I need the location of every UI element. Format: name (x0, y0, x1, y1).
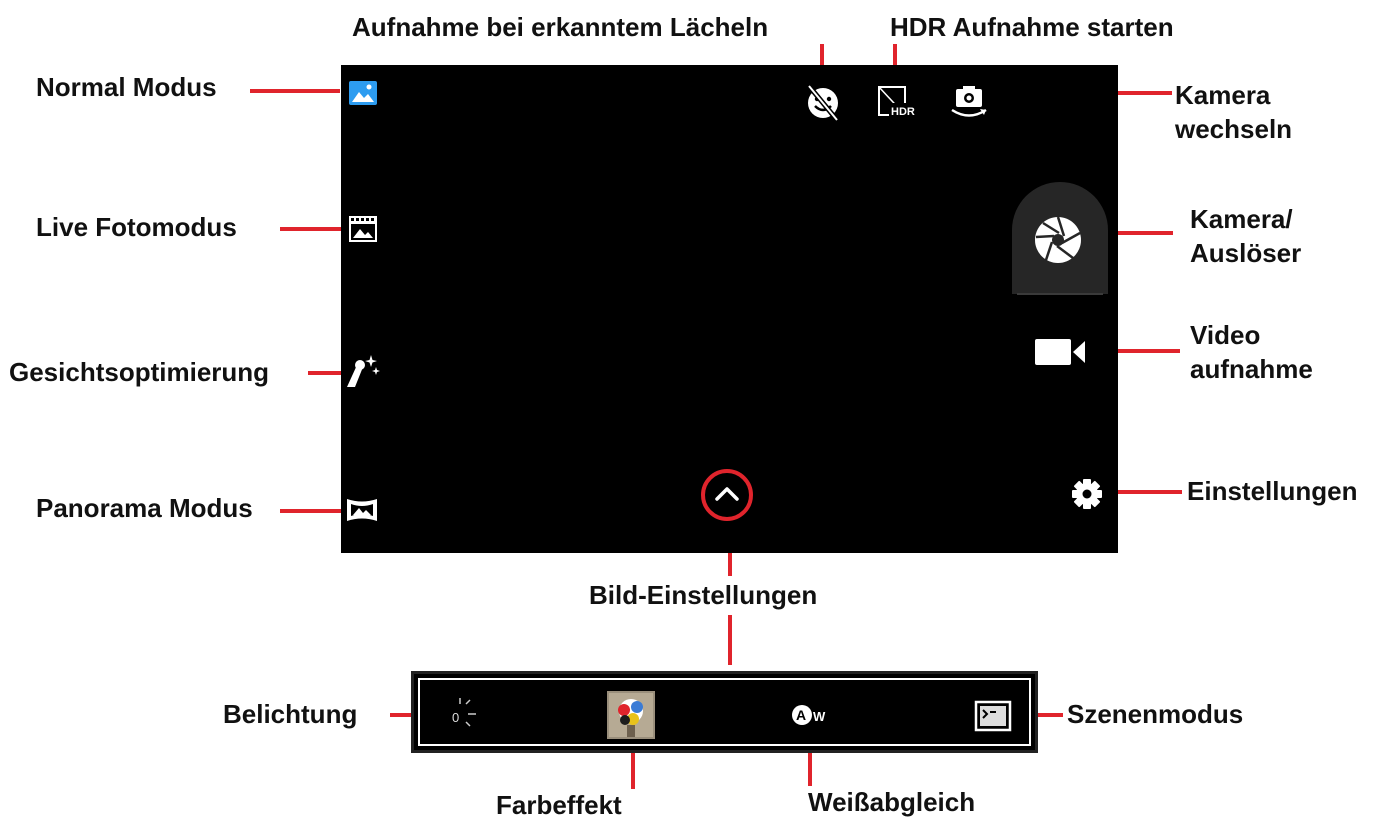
label-scene-mode: Szenenmodus (1067, 699, 1244, 729)
label-settings: Einstellungen (1187, 476, 1358, 506)
aperture-icon[interactable] (1033, 215, 1083, 265)
callout-line-wb (808, 728, 812, 786)
picture-settings-button[interactable] (701, 469, 753, 521)
camera-viewfinder[interactable]: HDR (341, 65, 1118, 553)
label-picture-settings: Bild-Einstellungen (589, 580, 818, 610)
picture-settings-bar-frame: 0 A W (418, 678, 1031, 746)
callout-line-shutter (1085, 231, 1173, 235)
label-switch-camera-line1: Kamera (1175, 80, 1271, 110)
landscape-icon[interactable] (347, 79, 379, 107)
label-color-effect: Farbeffekt (496, 790, 622, 820)
video-camera-icon[interactable] (1033, 335, 1087, 369)
white-balance-badge: W (813, 709, 826, 724)
chevron-up-icon (715, 487, 739, 501)
callout-line-normal (250, 89, 340, 93)
label-white-balance: Weißabgleich (808, 787, 976, 817)
label-smile-shot: Aufnahme bei erkanntem Lächeln (352, 12, 769, 42)
hdr-badge-text: HDR (891, 106, 915, 118)
callout-line-settings (1102, 490, 1182, 494)
callout-line-live (280, 227, 342, 231)
camera-switch-icon[interactable] (947, 83, 991, 121)
magic-wand-icon[interactable] (343, 353, 381, 389)
smile-face-icon[interactable] (805, 83, 841, 123)
label-face-beauty: Gesichtsoptimierung (9, 357, 270, 387)
callout-line-hdr (893, 44, 897, 74)
callout-line-face (308, 371, 342, 375)
callout-line-color (631, 735, 635, 789)
label-hdr: HDR Aufnahme starten (890, 12, 1174, 42)
white-balance-icon[interactable]: A W (790, 702, 836, 728)
callout-line-video (1090, 349, 1180, 353)
hdr-icon[interactable]: HDR (877, 85, 917, 119)
panorama-icon[interactable] (345, 495, 379, 525)
label-exposure: Belichtung (223, 699, 358, 729)
color-effect-icon[interactable] (607, 691, 655, 739)
label-switch-camera-line2: wechseln (1175, 114, 1293, 144)
shutter-separator (1017, 293, 1103, 295)
scene-mode-icon[interactable] (974, 700, 1012, 732)
label-panorama: Panorama Modus (36, 493, 253, 523)
callout-line-panorama (280, 509, 342, 513)
label-live-photo: Live Fotomodus (36, 212, 237, 242)
label-video-line2: aufnahme (1190, 354, 1313, 384)
wb-badge-letter: A (796, 707, 806, 723)
film-frame-icon[interactable] (347, 213, 379, 245)
picture-settings-bar: 0 A W (411, 671, 1038, 753)
callout-line-smile (820, 44, 824, 74)
gear-icon[interactable] (1070, 477, 1104, 511)
label-normal-mode: Normal Modus (36, 72, 217, 102)
label-shutter-line2: Auslöser (1190, 238, 1302, 268)
exposure-value: 0 (452, 710, 459, 725)
exposure-icon[interactable]: 0 (444, 696, 484, 732)
label-video-line1: Video (1190, 320, 1261, 350)
label-shutter-line1: Kamera/ (1190, 204, 1293, 234)
callout-line-picture-bottom (728, 615, 732, 665)
